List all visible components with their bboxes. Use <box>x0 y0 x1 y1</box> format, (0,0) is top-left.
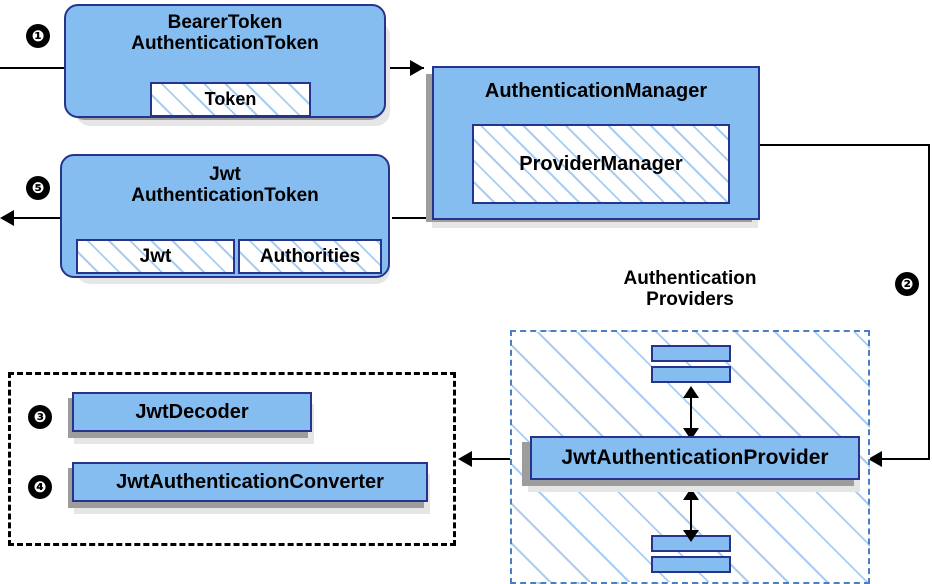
jwt-token-inner-jwt-label: Jwt <box>139 245 172 267</box>
bearer-token-title: BearerToken AuthenticationToken <box>131 12 319 55</box>
node-authentication-manager[interactable]: AuthenticationManager ProviderManager <box>432 66 760 220</box>
jwt-authentication-provider-label: JwtAuthenticationProvider <box>561 446 829 470</box>
jwt-authentication-converter-label: JwtAuthenticationConverter <box>116 470 384 493</box>
bearer-token-title-line1: BearerToken <box>167 12 283 33</box>
node-jwt-decoder[interactable]: JwtDecoder <box>72 392 312 432</box>
jwt-support-group-container <box>8 372 456 546</box>
node-bearer-token-authentication-token[interactable]: BearerToken AuthenticationToken Token <box>64 4 386 118</box>
connector-provider-to-support-arrow <box>458 451 472 467</box>
jwt-token-inner-authorities-label: Authorities <box>259 245 361 267</box>
connector-to-provider-segment <box>880 458 930 460</box>
connector-bearer-to-manager-arrow <box>410 60 424 76</box>
step-badge-4: ❹ <box>28 475 52 499</box>
jwt-authentication-token-title: Jwt AuthenticationToken <box>131 164 319 207</box>
step-badge-1: ❶ <box>26 24 50 48</box>
authentication-providers-label: Authentication Providers <box>588 268 792 311</box>
connector-request-in <box>0 67 70 69</box>
jwt-token-title-line2: AuthenticationToken <box>131 185 319 207</box>
authentication-providers-label-line1: Authentication <box>623 268 757 289</box>
node-jwt-authentication-token[interactable]: Jwt AuthenticationToken Jwt Authorities <box>60 154 390 278</box>
provider-manager-label: ProviderManager <box>519 152 683 175</box>
connector-manager-right-segment <box>759 144 930 146</box>
provider-down-connector-line <box>690 492 692 534</box>
provider-stack-top-bar-2 <box>651 366 731 383</box>
bearer-token-inner-token: Token <box>150 82 311 117</box>
provider-up-connector-arrow-top <box>683 386 699 398</box>
connector-manager-down-segment <box>928 144 930 459</box>
authentication-manager-title: AuthenticationManager <box>484 80 708 102</box>
bearer-token-inner-token-label: Token <box>204 89 257 110</box>
connector-manager-to-jwt-token <box>392 217 438 219</box>
step-badge-3: ❸ <box>28 405 52 429</box>
connector-to-provider-arrow <box>868 451 882 467</box>
connector-jwt-token-out-arrow <box>0 210 14 226</box>
connector-bearer-to-manager-line <box>388 67 424 69</box>
jwt-token-inner-jwt: Jwt <box>76 239 235 274</box>
connector-jwt-token-out-line <box>14 217 74 219</box>
jwt-decoder-label: JwtDecoder <box>135 400 249 423</box>
connector-provider-to-support-line <box>470 458 532 460</box>
authentication-manager-inner-provider-manager: ProviderManager <box>472 124 730 204</box>
node-jwt-authentication-provider[interactable]: JwtAuthenticationProvider <box>530 436 860 480</box>
bearer-token-title-line2: AuthenticationToken <box>131 33 319 55</box>
jwt-token-inner-authorities: Authorities <box>238 239 382 274</box>
step-badge-5: ❺ <box>26 176 50 200</box>
provider-stack-top-bar-1 <box>651 345 731 362</box>
authentication-providers-label-line2: Providers <box>646 289 734 311</box>
provider-down-connector-arrow-bottom <box>683 530 699 542</box>
provider-up-connector-line <box>690 390 692 432</box>
step-badge-2: ❷ <box>895 272 919 296</box>
jwt-token-title-line1: Jwt <box>209 164 241 185</box>
node-jwt-authentication-converter[interactable]: JwtAuthenticationConverter <box>72 462 428 502</box>
provider-stack-bottom-bar-2 <box>651 556 731 573</box>
